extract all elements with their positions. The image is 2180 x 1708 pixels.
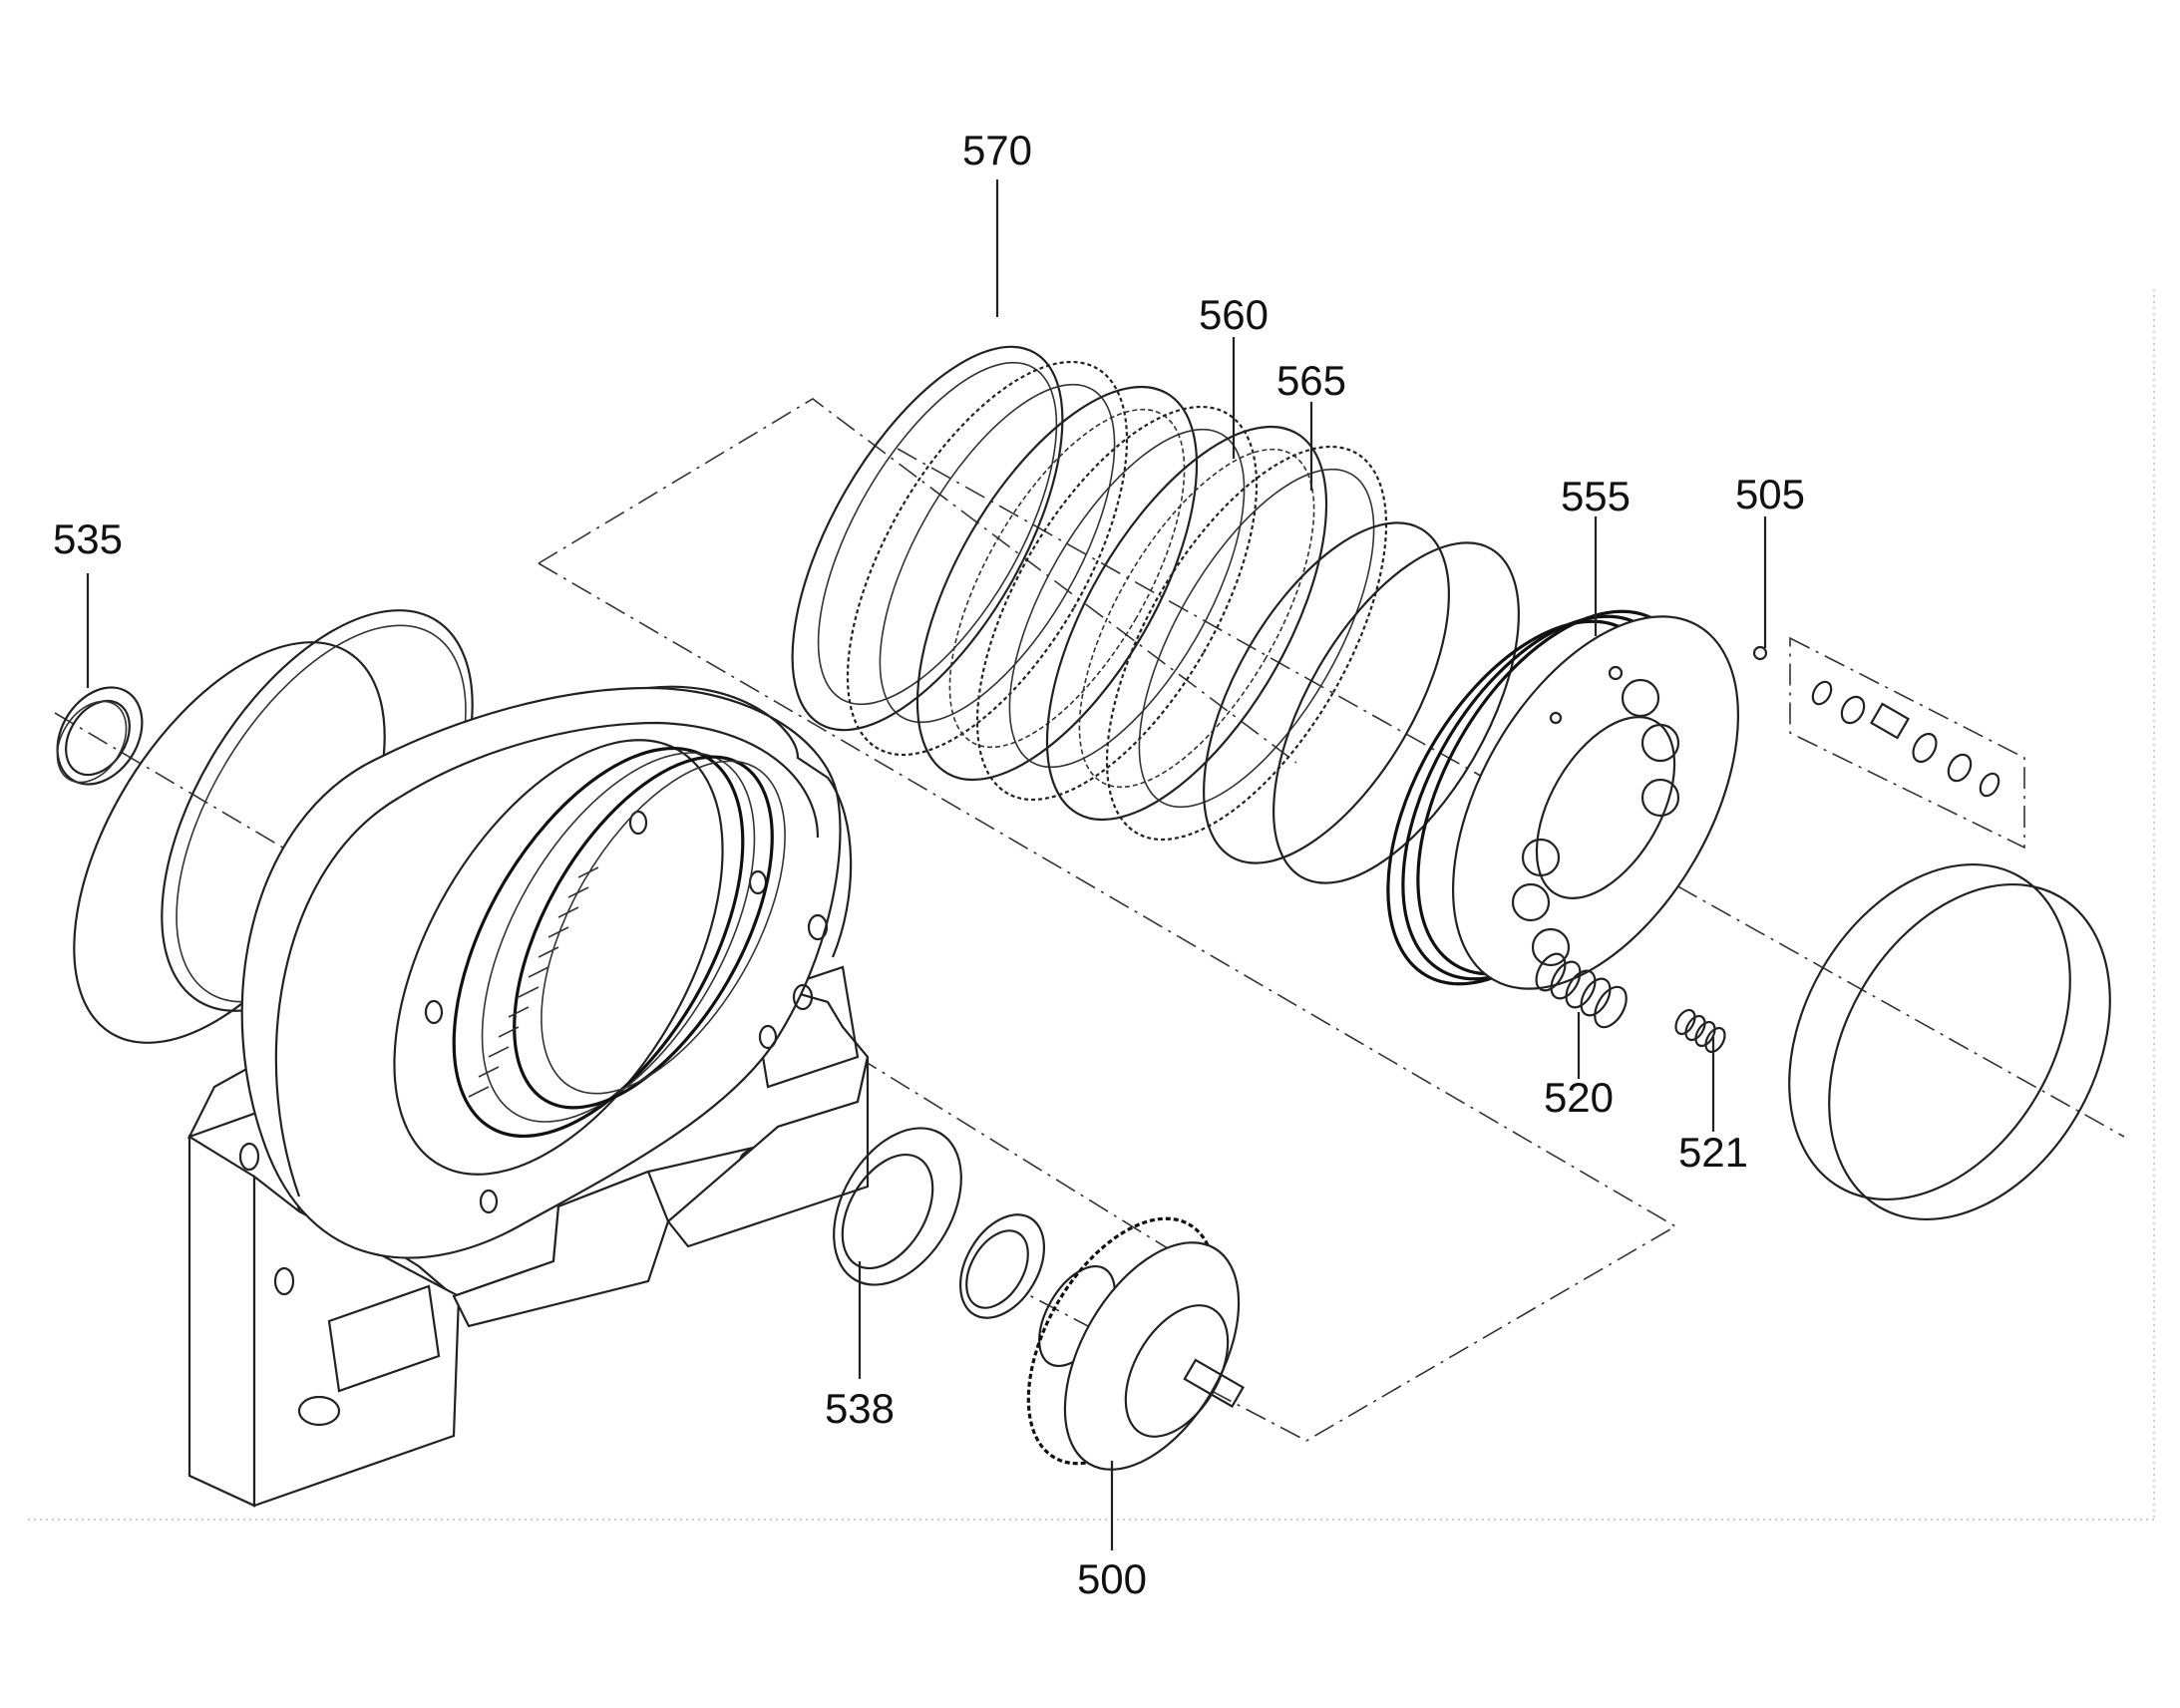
o-rings-middle bbox=[1203, 521, 1520, 884]
bearing-ring-538 bbox=[833, 1127, 962, 1286]
housing bbox=[186, 685, 870, 1508]
clutch-plate-pack bbox=[791, 345, 1388, 842]
callout-521: 521 bbox=[1678, 1129, 1748, 1176]
callout-labels: 570 560 565 555 505 535 520 521 538 500 bbox=[53, 127, 1805, 1602]
leader-lines bbox=[86, 179, 1767, 1550]
assembly-boundary bbox=[538, 398, 1677, 1442]
callout-570: 570 bbox=[962, 127, 1032, 173]
callout-500: 500 bbox=[1077, 1555, 1147, 1602]
valve-kit-505 bbox=[1752, 636, 2025, 850]
callout-520: 520 bbox=[1544, 1074, 1614, 1121]
small-ring bbox=[958, 1213, 1046, 1319]
piston-555 bbox=[1386, 609, 1740, 990]
callout-505: 505 bbox=[1735, 471, 1805, 517]
seal-ring-535 bbox=[56, 686, 144, 786]
callout-560: 560 bbox=[1199, 291, 1269, 338]
callout-538: 538 bbox=[825, 1385, 895, 1432]
gear-shaft-500 bbox=[1026, 1216, 1245, 1471]
spring-521 bbox=[1674, 1008, 1726, 1054]
o-rings-right bbox=[1788, 862, 2111, 1221]
spring-520 bbox=[1535, 952, 1628, 1029]
callout-535: 535 bbox=[53, 515, 123, 562]
callout-555: 555 bbox=[1561, 473, 1631, 519]
callout-565: 565 bbox=[1276, 357, 1346, 404]
